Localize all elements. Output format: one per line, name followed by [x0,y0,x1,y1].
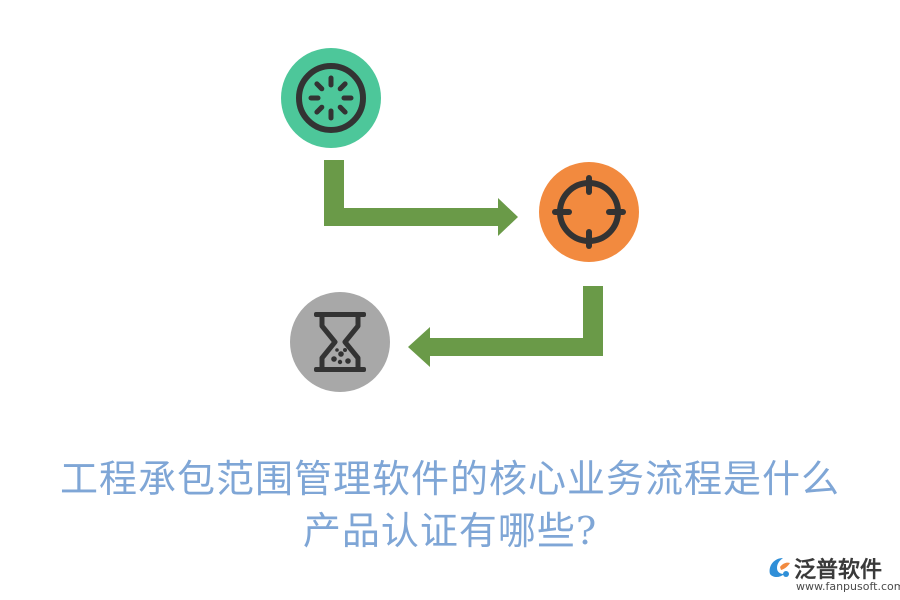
flow-diagram [281,48,639,392]
flow-arrow-2 [408,286,603,367]
brand-logo-icon [769,558,790,577]
loading-spinner-icon [296,63,366,133]
brand-name: 泛普软件 [794,558,883,583]
brand-watermark: 泛普软件 www.fanpusoft.com [766,552,900,596]
flow-step-1 [281,48,381,148]
flow-step-2 [539,162,639,262]
brand-url: www.fanpusoft.com [796,580,900,593]
page-title-line-1: 工程承包范围管理软件的核心业务流程是什么 [59,457,840,501]
page-title-line-2: 产品认证有哪些? [302,509,598,553]
flow-arrow-1 [324,160,518,236]
flow-step-3 [290,292,390,392]
hourglass-icon [314,312,366,372]
crosshair-target-icon [552,175,626,249]
